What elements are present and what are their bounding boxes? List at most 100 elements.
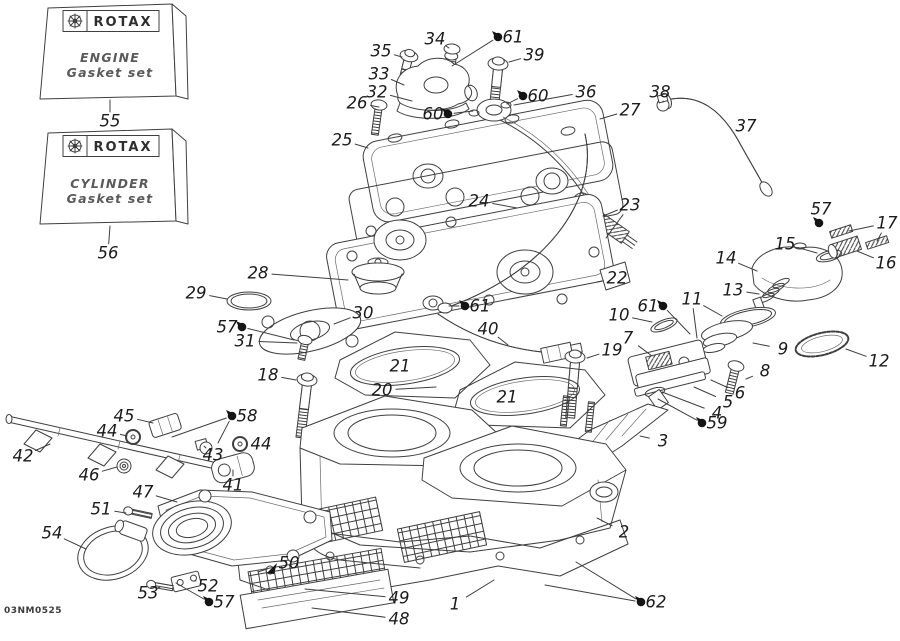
leader-line-35 [393,54,403,58]
leader-line-42 [34,443,51,451]
leader-line-62 [544,584,636,602]
assembly-note-dot-tip [203,596,209,602]
callout-30: 30 [353,304,374,323]
callout-23: 23 [620,196,641,215]
insert-16 [827,235,862,259]
callout-48: 48 [389,610,410,629]
callout-21: 21 [497,388,518,407]
hose-clamp-small [656,93,670,112]
cylinder-gasket-title: CYLINDER [70,176,149,191]
leader-line-39 [508,58,522,63]
callout-40: 40 [478,320,499,339]
callout-57: 57 [217,318,238,337]
leader-line-6 [710,379,729,388]
leader-line-16 [856,250,874,259]
callout-29: 29 [186,284,207,303]
callout-44: 44 [251,435,272,454]
leader-line-4 [661,391,705,409]
callout-58: 58 [237,407,258,426]
callout-50: 50 [279,554,300,573]
leader-line-7 [637,345,653,357]
assembly-note-dot-tip [236,321,242,327]
drawing-number: 03NM0525 [4,606,63,616]
callout-42: 42 [13,447,34,466]
leader-line-60 [506,98,519,105]
leader-line-19 [586,353,600,359]
leader-line-40 [497,336,509,346]
callout-39: 39 [524,46,545,65]
callout-57: 57 [214,593,235,612]
cap-41 [211,452,255,484]
leader-line-56 [108,225,111,245]
callout-57: 57 [811,200,832,219]
callout-60: 60 [528,87,549,106]
leader-line-12 [845,348,867,357]
leader-line-50 [257,568,268,573]
callout-3: 3 [658,432,669,451]
leader-line-23 [605,214,624,239]
leader-line-46 [101,466,118,472]
cylinder-head-cover: ROTAX [362,99,614,223]
washer-44b [232,436,248,452]
engine-gasket-subtitle: Gasket set [67,65,154,80]
callout-33: 33 [369,65,390,84]
callout-21: 21 [390,357,411,376]
leader-line-11 [703,305,723,317]
leader-line-61 [451,39,494,67]
o-ring-60 [500,101,512,109]
callout-5: 5 [723,393,734,412]
callout-41: 41 [223,476,244,495]
callout-55: 55 [100,112,121,131]
callout-15: 15 [775,235,796,254]
leader-line-10 [632,317,653,323]
leader-line-31 [258,341,298,344]
callout-8: 8 [760,362,771,381]
callout-17: 17 [877,214,898,233]
callout-14: 14 [716,249,737,268]
leader-line-9 [752,342,770,347]
bolt-26 [370,99,388,136]
callout-49: 49 [389,589,410,608]
leader-line-8 [745,375,753,380]
leader-line-24 [492,203,518,209]
intake-boot [152,489,333,567]
callout-9: 9 [778,340,789,359]
cylinder-gasket-subtitle: Gasket set [67,191,154,206]
callout-37: 37 [736,117,757,136]
callout-24: 24 [469,192,490,211]
leader-line-44 [119,433,128,437]
callout-18: 18 [258,366,279,385]
assembly-note-dot-tip [657,300,663,306]
leader-line-57 [247,328,295,341]
callout-19: 19 [602,341,623,360]
leader-line-59 [657,398,698,421]
leader-line-43 [203,445,207,449]
leader-line-49 [304,588,386,598]
callout-54: 54 [42,524,63,543]
assembly-note-dot-tip [696,417,702,423]
callout-36: 36 [576,83,597,102]
callout-44: 44 [97,422,118,441]
leader-line-29 [209,295,228,300]
rotax-logo-icon [67,138,83,154]
banjo-fitting-61 [422,295,453,314]
callout-32: 32 [367,83,388,102]
callout-56: 56 [98,244,119,263]
assembly-note-dot-tip [442,108,448,114]
cylinder-gasket-set-box: ROTAX CYLINDER Gasket set [39,128,189,225]
leader-line-18 [281,376,297,381]
leader-line-22 [596,280,604,283]
callout-28: 28 [248,264,269,283]
leader-line-17 [876,232,882,242]
leader-line-27 [599,113,618,120]
callout-22: 22 [607,269,628,288]
leader-line-57 [175,582,205,600]
clips-17 [829,224,890,250]
callout-35: 35 [371,42,392,61]
callout-53: 53 [138,584,159,603]
leader-line-53 [157,586,161,589]
screw-51 [123,506,153,519]
leader-line-17 [848,225,874,232]
callout-47: 47 [133,483,154,502]
